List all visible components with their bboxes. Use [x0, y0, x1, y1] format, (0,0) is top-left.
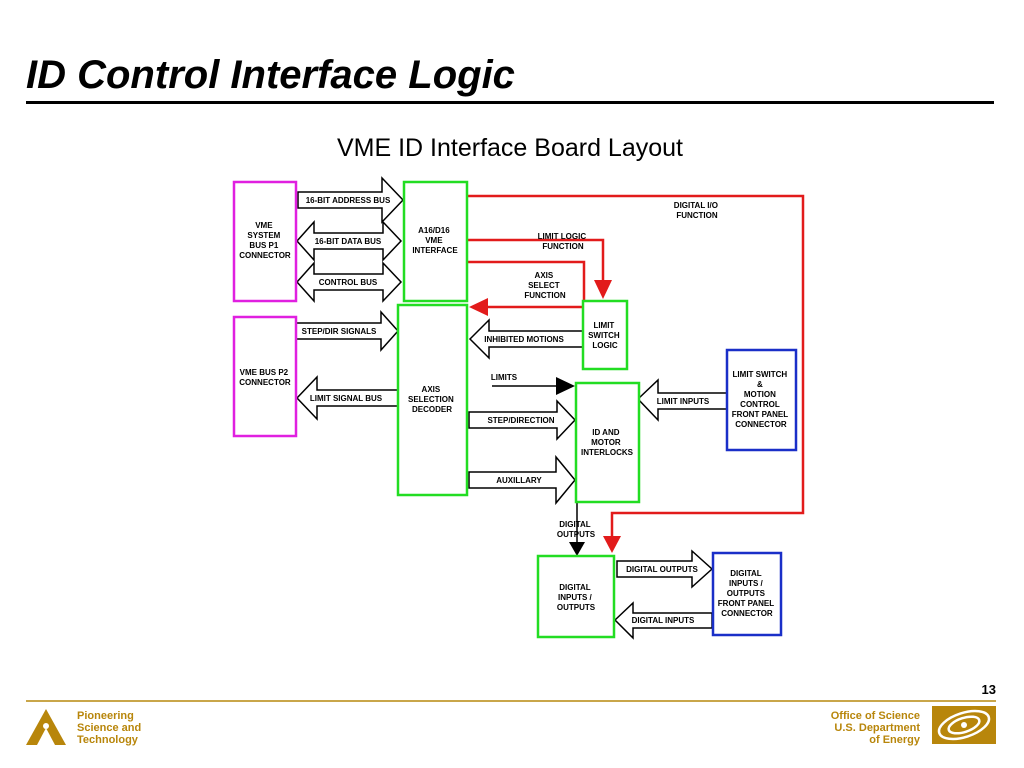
auxillary-arrow [468, 454, 576, 506]
step-direction-label: STEP/DIRECTION [487, 416, 554, 425]
diagram-subtitle: VME ID Interface Board Layout [336, 134, 683, 162]
footer-left-line: Pioneering [77, 710, 134, 722]
footer-right-line: of Energy [869, 734, 920, 746]
limit-inputs-label: LIMIT INPUTS [657, 397, 710, 406]
footer-left-line: Science and [77, 722, 142, 734]
inhibited-motions-label: INHIBITED MOTIONS [484, 335, 564, 344]
vme-p1-connector-label: VME SYSTEM BUS P1 CONNECTOR [239, 221, 291, 260]
limit-signal-bus-label: LIMIT SIGNAL BUS [310, 394, 383, 403]
limit-logic-line [468, 238, 605, 284]
axis-selection-decoder-label: AXIS SELECTION DECODER [408, 385, 456, 414]
doe-seal-icon [932, 706, 996, 744]
digital-io-label: DIGITAL INPUTS / OUTPUTS [557, 583, 596, 612]
auxillary-label: AUXILLARY [496, 476, 542, 485]
limit-switch-logic-block [581, 299, 629, 371]
address-bus-arrow [297, 176, 405, 224]
limits-label: LIMITS [491, 373, 518, 382]
vme-p2-connector-block [232, 315, 298, 438]
footer-left-line: Technology [77, 734, 138, 746]
footer-right-line: Office of Science [830, 710, 920, 722]
digital-outputs-arrowhead [569, 542, 585, 556]
axis-selection-decoder-block [396, 303, 469, 497]
digital-io-line [468, 194, 805, 538]
digital-io-function-label: DIGITAL I/O FUNCTION [674, 201, 720, 220]
step-dir-signals-label: STEP/DIR SIGNALS [302, 327, 377, 336]
digital-outputs-bus-label: DIGITAL OUTPUTS [626, 565, 698, 574]
argonne-logo-icon [26, 709, 66, 745]
page-number: 13 [981, 682, 996, 697]
vme-p1-connector-block [232, 180, 298, 303]
vme-interface-label: A16/D16 VME INTERFACE [412, 226, 458, 255]
axis-select-arrowhead [469, 298, 488, 316]
red-signal-lines [468, 194, 805, 538]
footer-right-agency: Office of Science U.S. Department of Ene… [831, 710, 920, 746]
interlocks-block [574, 381, 641, 504]
digital-inputs-bus-label: DIGITAL INPUTS [632, 616, 695, 625]
limit-switch-front-panel-label: LIMIT SWITCH & MOTION CONTROL FRONT PANE… [732, 370, 790, 429]
data-bus-label: 16-BIT DATA BUS [315, 237, 382, 246]
data-bus-arrow [295, 220, 403, 262]
limits-arrowhead [556, 377, 575, 395]
digital-io-arrowhead [603, 536, 621, 553]
control-bus-label: CONTROL BUS [319, 278, 378, 287]
step-dir-signals-arrow [295, 310, 400, 352]
footer-right-line: U.S. Department [834, 722, 920, 734]
footer-left-tagline: Pioneering Science and Technology [77, 710, 141, 746]
digital-outputs-bus-arrow [616, 549, 714, 589]
digital-io-front-panel-block [711, 551, 783, 637]
slide-title: ID Control Interface Logic [26, 53, 515, 97]
axis-select-line [468, 260, 586, 309]
control-bus-arrow [295, 261, 403, 303]
digital-io-front-panel-label: DIGITAL INPUTS / OUTPUTS FRONT PANEL CON… [718, 569, 776, 618]
digital-outputs-label: DIGITAL OUTPUTS [557, 520, 596, 539]
limit-logic-function-label: LIMIT LOGIC FUNCTION [538, 232, 589, 251]
axis-select-function-label: AXIS SELECT FUNCTION [524, 271, 566, 300]
limit-switch-logic-label: LIMIT SWITCH LOGIC [588, 321, 622, 350]
vme-p2-connector-label: VME BUS P2 CONNECTOR [239, 368, 291, 387]
limit-logic-arrowhead [594, 280, 612, 299]
digital-io-block [536, 554, 616, 639]
step-direction-arrow [468, 399, 577, 441]
vme-interface-block [402, 180, 469, 303]
footer-divider [26, 700, 996, 702]
title-underline [26, 101, 994, 104]
limit-switch-front-panel-block [725, 348, 798, 452]
address-bus-label: 16-BIT ADDRESS BUS [306, 196, 391, 205]
interlocks-label: ID AND MOTOR INTERLOCKS [581, 428, 634, 457]
